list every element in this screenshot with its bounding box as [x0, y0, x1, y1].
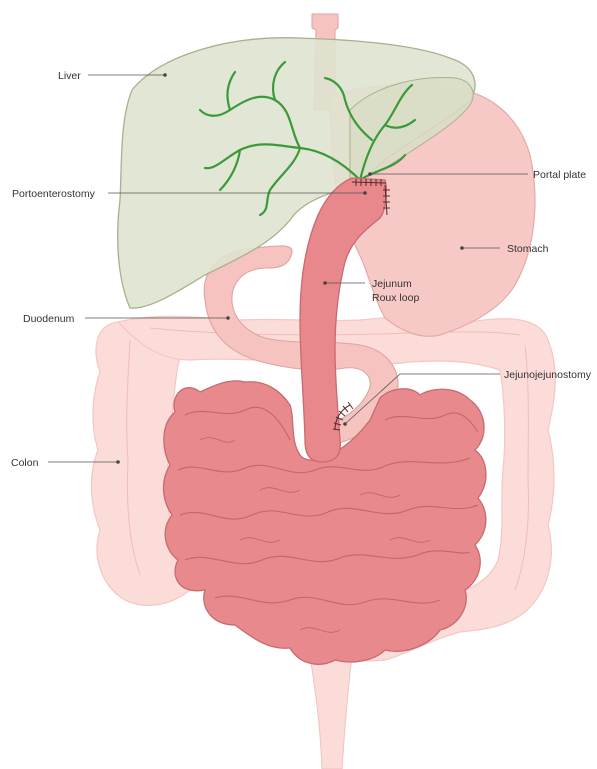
- label-roux-loop: Roux loop: [372, 292, 419, 304]
- label-duodenum: Duodenum: [23, 313, 75, 325]
- label-jejunojejunostomy: Jejunojejunostomy: [504, 369, 592, 381]
- label-colon: Colon: [11, 457, 39, 469]
- label-portal-plate: Portal plate: [533, 169, 586, 181]
- label-jejunum: Jejunum: [372, 278, 412, 290]
- label-portoenterostomy: Portoenterostomy: [12, 188, 96, 200]
- label-stomach: Stomach: [507, 243, 549, 255]
- rectum: [310, 655, 352, 769]
- label-liver: Liver: [58, 70, 81, 82]
